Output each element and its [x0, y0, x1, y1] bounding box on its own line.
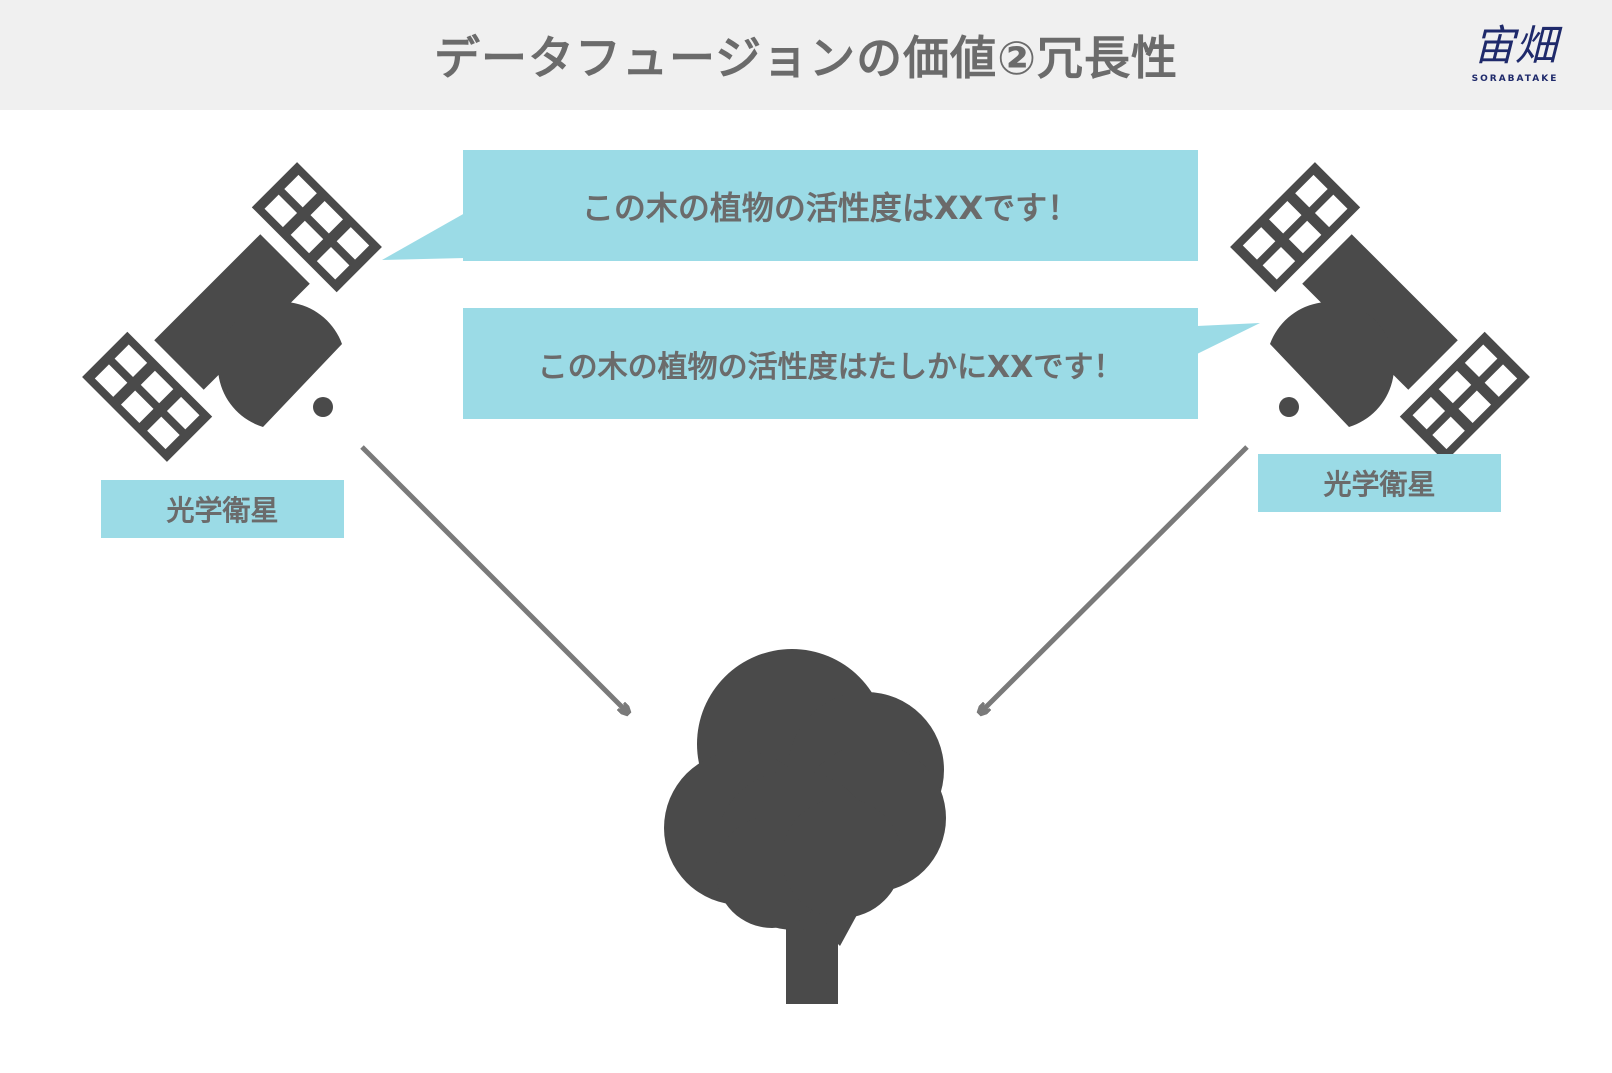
- logo-subtext: SORABATAKE: [1471, 74, 1559, 84]
- speech-bubble-second: この木の植物の活性度はたしかにXXです！: [463, 308, 1198, 419]
- tree-icon: [664, 649, 946, 1004]
- speech-bubble-first: この木の植物の活性度はXXです！: [463, 150, 1198, 261]
- satellite-icon: [82, 162, 382, 462]
- arrow-left: [360, 445, 628, 713]
- satellite-dish: [217, 301, 342, 427]
- satellite-label-right: 光学衛星: [1258, 454, 1501, 512]
- bubble-tail-left: [382, 213, 465, 260]
- logo-wordmark: 宙畑: [1472, 21, 1557, 70]
- satellite-antenna: [313, 397, 333, 417]
- sorabatake-logo: 宙畑 SORABATAKE: [1460, 22, 1570, 88]
- header-bar: [0, 0, 1612, 110]
- satellite-label-left: 光学衛星: [101, 480, 344, 538]
- page-title: データフュージョンの価値②冗長性: [433, 31, 1179, 85]
- bubble-tail-right: [1197, 323, 1260, 354]
- arrow-right: [980, 445, 1249, 713]
- satellite-icon: [1230, 162, 1530, 462]
